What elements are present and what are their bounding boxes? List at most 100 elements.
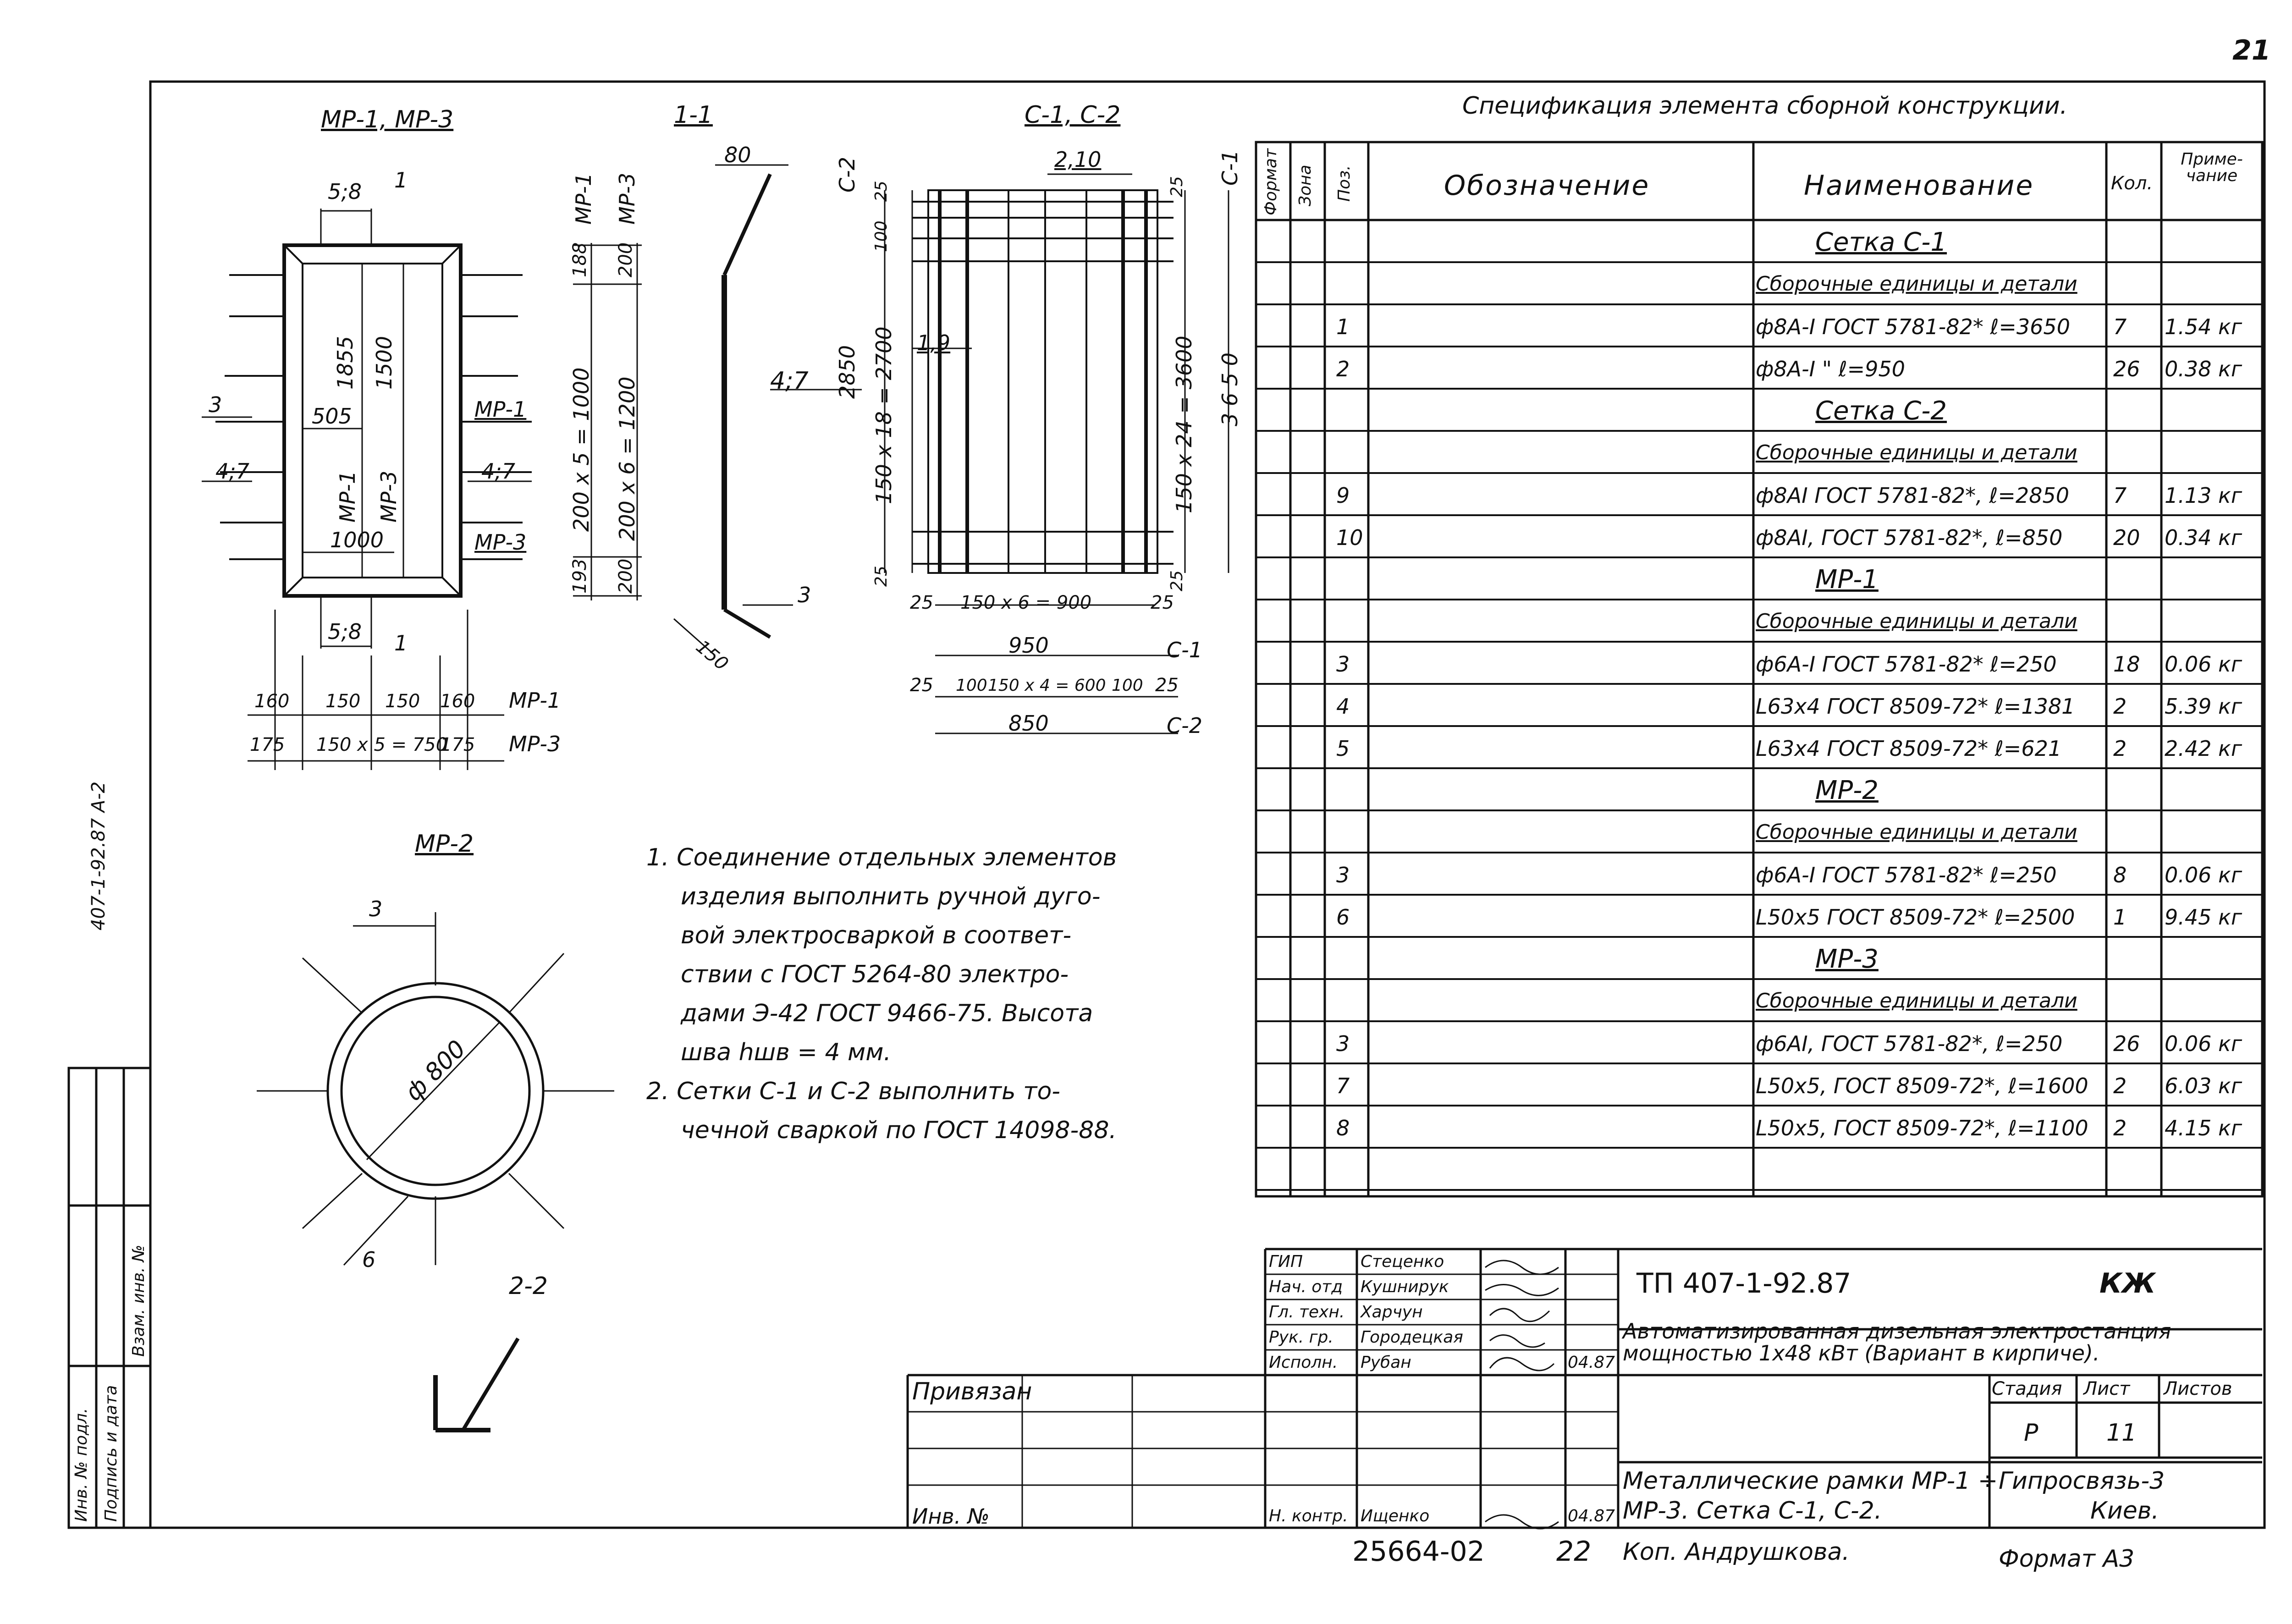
side-code: 407-1-92.87 А-2 xyxy=(88,781,109,930)
tb-sheet: 11 xyxy=(2106,1419,2137,1447)
label-47-section: 4;7 xyxy=(770,367,809,395)
note-line: 2. Сетки С-1 и С-2 выполнить то- xyxy=(646,1078,1061,1105)
spec-name: ф8АI, ГОСТ 5781-82*, ℓ=850 xyxy=(1756,525,2063,550)
spec-name: ф8А-I ГОСТ 5781-82* ℓ=3650 xyxy=(1756,314,2070,339)
dim-row1-a: 160 xyxy=(254,691,290,712)
tb-description: Автоматизированная дизельная электростан… xyxy=(1623,1319,2171,1366)
spec-note: 0.06 кг xyxy=(2165,652,2242,677)
note-line: дами Э-42 ГОСТ 9466-75. Высота xyxy=(681,1000,1093,1027)
note-line: ствии с ГОСТ 5264-80 электро- xyxy=(681,961,1069,988)
spec-qty: 18 xyxy=(2113,652,2140,677)
label-v-mr3: МР-3 xyxy=(615,172,639,225)
dim-row2-c: 175 xyxy=(440,734,475,755)
dim-25-bot-right: 25 xyxy=(1168,570,1186,591)
spec-name: Сборочные единицы и детали xyxy=(1756,441,2077,464)
tb-norm-date: 04.87 xyxy=(1568,1507,1615,1525)
spec-name: МР-1 xyxy=(1815,565,1879,595)
spec-header-format: Формат xyxy=(1262,148,1280,215)
spec-qty: 7 xyxy=(2113,483,2127,508)
label-47-right: 4;7 xyxy=(481,459,516,484)
spec-pos: 4 xyxy=(1336,694,1350,719)
title-section-1-1: 1-1 xyxy=(674,101,713,129)
spec-note: 2.42 кг xyxy=(2165,736,2242,761)
label-ref3-mr2: 3 xyxy=(369,897,383,921)
spec-qty: 2 xyxy=(2113,694,2127,719)
label-ref3: 3 xyxy=(209,392,222,417)
tb-sheet-label: Лист xyxy=(2083,1378,2130,1399)
label-v-mr1: МР-1 xyxy=(571,172,596,225)
spec-name: ф6А-I ГОСТ 5781-82* ℓ=250 xyxy=(1756,863,2057,887)
tb-org-1: Гипросвязь-3 xyxy=(1999,1467,2165,1495)
tb-person: Стеценко xyxy=(1361,1252,1444,1271)
dim-150x24: 150 x 24 = 3600 xyxy=(1172,336,1196,513)
dim-200x6: 200 x 6 = 1200 xyxy=(615,376,639,541)
spec-pos: 1 xyxy=(1336,314,1350,339)
spec-row: Сборочные единицы и детали xyxy=(1256,979,2274,1023)
spec-table-frame xyxy=(1255,141,2264,1198)
tb-project: ТП 407-1-92.87 xyxy=(1636,1267,1851,1299)
spec-header-qty: Кол. xyxy=(2111,173,2153,194)
spec-row: Сборочные единицы и детали xyxy=(1256,600,2274,643)
dim-200a: 200 xyxy=(615,242,636,277)
spec-note: 0.34 кг xyxy=(2165,525,2242,550)
label-ref3-section: 3 xyxy=(798,583,811,607)
title-mesh-c1-c2: С-1, С-2 xyxy=(1025,101,1121,129)
dim-mesh-c0: 25 xyxy=(910,675,933,696)
footer-copy: Коп. Андрушкова. xyxy=(1623,1538,1850,1566)
tb-inv: Инв. № xyxy=(912,1504,990,1529)
spec-name: ф6АI, ГОСТ 5781-82*, ℓ=250 xyxy=(1756,1031,2063,1056)
spec-note: 0.06 кг xyxy=(2165,1031,2242,1056)
spec-note: 5.39 кг xyxy=(2165,694,2242,719)
side-inv-label: Инв. № подл. xyxy=(72,1408,91,1522)
spec-name: L63x4 ГОСТ 8509-72* ℓ=1381 xyxy=(1756,694,2075,719)
dim-100: 100 xyxy=(872,220,891,252)
ring-outer xyxy=(326,982,545,1200)
spec-row: Сборочные единицы и детали xyxy=(1256,431,2274,474)
spec-header-name: Наименование xyxy=(1804,170,2034,202)
spec-pos: 3 xyxy=(1336,1031,1350,1056)
spec-pos: 10 xyxy=(1336,525,1363,550)
tb-sheet-title-1: Металлические рамки МР-1 ÷ xyxy=(1623,1467,1998,1495)
dim-1500: 1500 xyxy=(372,336,397,390)
spec-note: 0.38 кг xyxy=(2165,357,2242,381)
tb-privyazan: Привязан xyxy=(912,1378,1032,1405)
spec-title: Спецификация элемента сборной конструкци… xyxy=(1462,92,2068,120)
spec-row: МР-2 xyxy=(1256,768,2274,812)
tb-date: 04.87 xyxy=(1568,1353,1615,1372)
spec-qty: 7 xyxy=(2113,314,2127,339)
tb-norm-role: Н. контр. xyxy=(1269,1507,1348,1525)
spec-header-zone: Зона xyxy=(1296,165,1315,206)
dim-row1-c: 150 xyxy=(385,691,420,712)
tb-stage-label: Стадия xyxy=(1992,1378,2062,1399)
spec-qty: 2 xyxy=(2113,1073,2127,1098)
label-47-left: 4;7 xyxy=(215,459,250,484)
tb-person: Кушнирук xyxy=(1361,1277,1449,1296)
tb-sheets-label: Листов xyxy=(2164,1378,2232,1399)
page-number: 21 xyxy=(2232,34,2271,66)
dim-mesh-c2: С-2 xyxy=(1167,713,1202,738)
spec-name: L63x4 ГОСТ 8509-72* ℓ=621 xyxy=(1756,736,2062,761)
dim-row1-d: 160 xyxy=(440,691,475,712)
footer-doc-number: 25664-02 xyxy=(1352,1536,1485,1568)
footer-format: Формат А3 xyxy=(1999,1545,2135,1573)
tb-role: Гл. техн. xyxy=(1269,1303,1345,1321)
spec-qty: 2 xyxy=(2113,736,2127,761)
spec-pos: 6 xyxy=(1336,905,1350,930)
label-mr1-inner: МР-1 xyxy=(335,470,360,523)
dim-bottom-gap: 5;8 xyxy=(328,619,362,644)
tb-stage: Р xyxy=(2024,1419,2039,1447)
dim-mesh-c100b: 100 xyxy=(1112,676,1143,695)
tb-role: Исполн. xyxy=(1269,1353,1338,1372)
spec-pos: 3 xyxy=(1336,652,1350,677)
spec-row: Сборочные единицы и детали xyxy=(1256,262,2274,306)
dim-193: 193 xyxy=(569,558,590,594)
spec-name: МР-3 xyxy=(1815,944,1879,974)
spec-pos: 8 xyxy=(1336,1116,1350,1140)
mesh-outline xyxy=(927,189,1158,574)
tb-person: Городецкая xyxy=(1361,1328,1463,1347)
label-mr3-right: МР-3 xyxy=(474,530,527,555)
dim-1855: 1855 xyxy=(333,336,358,390)
